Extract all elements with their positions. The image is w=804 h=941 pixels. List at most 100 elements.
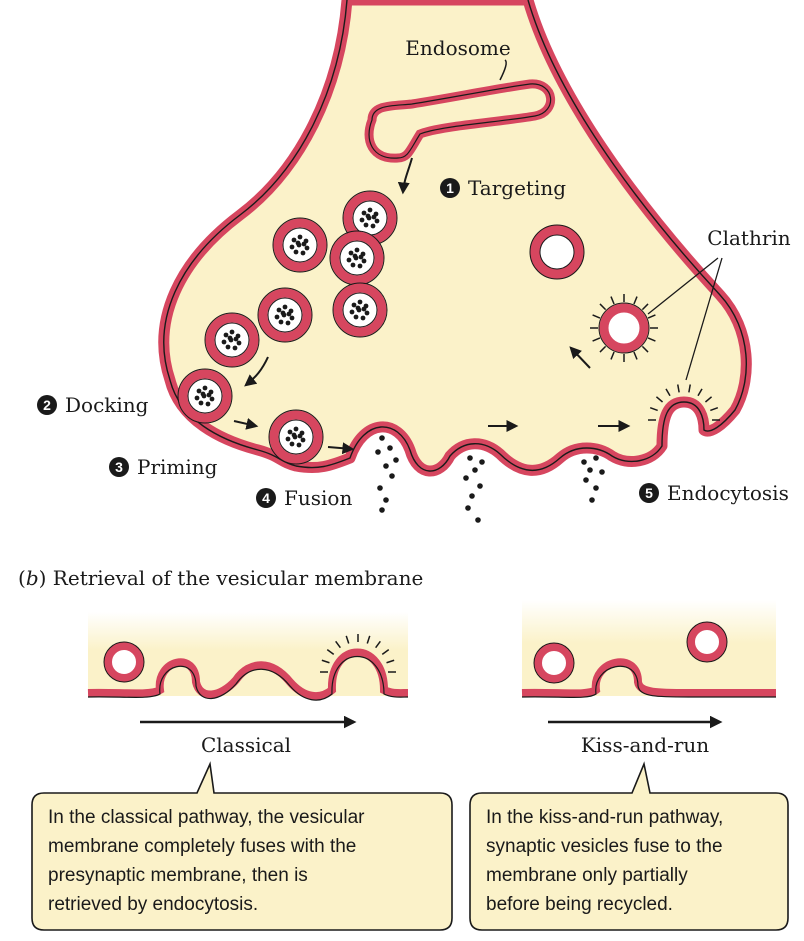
released-transmitter-dot (477, 483, 483, 489)
released-transmitter-dot (375, 449, 381, 455)
step-4-number: 4 (262, 490, 270, 506)
kiss-callout-line-3: membrane only partially (486, 865, 688, 886)
step-2-number: 2 (43, 397, 51, 413)
released-transmitter-dot (583, 477, 589, 483)
transmitter-dot (289, 244, 295, 250)
pit-clathrin-spike (688, 384, 691, 393)
released-neurotransmitter (375, 435, 605, 523)
transmitter-dot (304, 245, 310, 251)
transmitter-dot (223, 332, 229, 338)
clathrin-spike (633, 351, 638, 360)
pit-clathrin-spike (697, 388, 703, 397)
transmitter-dot (289, 315, 295, 321)
classical-callout: In the classical pathway, the vesicular … (31, 761, 453, 931)
classical-clathrin-coat (320, 634, 396, 673)
clathrin-spike (592, 314, 601, 319)
priming-arrow (233, 418, 259, 430)
vesicle-inner-outline (267, 297, 303, 333)
vesicle-inner-outline (342, 292, 378, 328)
transmitter-dot (287, 429, 293, 435)
kiss-vesicle-docked (534, 643, 574, 683)
step-1-badge (440, 178, 460, 198)
transmitter-dot (365, 213, 371, 219)
released-transmitter-dot (377, 485, 383, 491)
step-priming: 3 Priming (109, 455, 218, 479)
transmitter-dot (363, 222, 369, 228)
transmitter-dot (196, 388, 202, 394)
recycled-vesicle (530, 225, 584, 279)
transmitter-dot (352, 253, 358, 259)
vesicle-inner-outline (278, 419, 314, 455)
transmitter-dot (353, 314, 359, 320)
transmitter-dot (350, 262, 356, 268)
released-transmitter-dot (393, 457, 399, 463)
transmitter-dot (364, 310, 370, 316)
transmitter-dot (374, 218, 380, 224)
kiss-membrane (521, 658, 776, 698)
clathrin-spike (641, 303, 649, 311)
clathrin-label: Clathrin (707, 226, 790, 250)
vesicle-inner-outline (187, 378, 223, 414)
transmitter-dot (233, 336, 239, 342)
step-3-label: Priming (137, 455, 218, 479)
transmitter-dot (229, 329, 235, 335)
transmitter-dot (282, 304, 288, 310)
transmitter-dot (291, 237, 297, 243)
step-5-label: Endocytosis (667, 481, 789, 505)
transmitter-dot (278, 319, 284, 325)
released-transmitter-dot (463, 475, 469, 481)
step-2-badge (37, 395, 57, 415)
clathrin-spike (647, 314, 656, 319)
vesicle-inner-outline (214, 322, 250, 358)
step-5-badge (639, 483, 659, 503)
classical-clathrin-spike (375, 640, 381, 649)
step-endocytosis: 5 Endocytosis (639, 481, 789, 505)
transmitter-dot (225, 344, 231, 350)
transmitter-dot (200, 391, 206, 397)
vesicle-outline (272, 217, 328, 273)
transmitter-dot (291, 432, 297, 438)
vesicle-cluster (177, 190, 398, 465)
transmitter-dot (361, 210, 367, 216)
transmitter-dot (227, 335, 233, 341)
clathrin-spike (633, 296, 638, 305)
released-transmitter-dot (465, 505, 471, 511)
classical-clathrin-spike (321, 659, 330, 664)
transmitter-dot (346, 257, 352, 263)
classical-clathrin-spike (381, 649, 390, 655)
transmitter-dot (293, 426, 299, 432)
vesicle-outline (268, 409, 324, 465)
transmitter-dot (355, 305, 361, 311)
coated-vesicle-outline (598, 302, 650, 354)
transmitter-dot (296, 442, 302, 448)
classical-callout-line-4: retrieved by endocytosis. (48, 894, 258, 915)
transmitter-dot (236, 340, 242, 346)
pit-clathrin-spike (677, 384, 680, 393)
transmitter-dot (297, 433, 303, 439)
released-transmitter-dot (475, 517, 481, 523)
kiss-callout-line-1: In the kiss-and-run pathway, (486, 807, 723, 828)
transmitter-dot (293, 249, 299, 255)
coated-vesicle-membrane (599, 303, 649, 353)
step-3-number: 3 (115, 459, 123, 475)
transmitter-dot (349, 309, 355, 315)
synaptic-vesicle (204, 312, 260, 368)
transmitter-dot (361, 306, 367, 312)
pit-clathrin-spike (710, 406, 719, 412)
synaptic-vesicle (342, 190, 398, 246)
step-targeting: 1 Targeting (440, 176, 566, 200)
synaptic-vesicle (272, 217, 328, 273)
released-transmitter-dot (379, 435, 385, 441)
released-transmitter-dot (387, 445, 393, 451)
synaptic-vesicle (268, 409, 324, 465)
panel-b-letter: b (26, 566, 39, 590)
transmitter-dot (371, 214, 377, 220)
pit-clathrin-spike (649, 406, 658, 412)
released-transmitter-dot (379, 507, 385, 513)
transmitter-dot (358, 254, 364, 260)
transmitter-dot (285, 320, 291, 326)
endosome-label: Endosome (405, 36, 510, 60)
step-docking: 2 Docking (37, 393, 149, 417)
transmitter-dot (297, 234, 303, 240)
released-transmitter-dot (383, 497, 389, 503)
